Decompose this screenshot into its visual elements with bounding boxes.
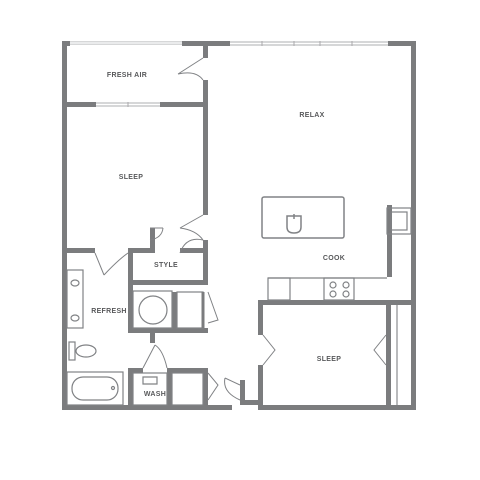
door-swing-icon xyxy=(262,334,276,366)
room-label-sleep-main: SLEEP xyxy=(119,174,143,181)
room-label-refresh: REFRESH xyxy=(91,308,127,315)
toilet-icon xyxy=(68,341,97,361)
windows xyxy=(70,41,388,107)
room-label-cook: COOK xyxy=(323,255,345,262)
room-label-style: STYLE xyxy=(154,262,178,269)
water-heater-icon xyxy=(132,290,173,329)
door-swing-icon xyxy=(207,291,219,324)
kitchen-island xyxy=(261,196,345,239)
room-label-wash: WASH xyxy=(144,391,166,398)
window-icon xyxy=(96,102,160,107)
sink-icon xyxy=(286,214,302,234)
room-label-sleep-second: SLEEP xyxy=(317,356,341,363)
door-swing-icon xyxy=(224,377,241,401)
door-swing-icon xyxy=(179,214,204,254)
door-swing-icon xyxy=(207,372,219,401)
room-label-fresh-air: FRESH AIR xyxy=(107,72,147,79)
stove-icon xyxy=(323,277,355,301)
door-swing-icon xyxy=(94,252,129,276)
doors xyxy=(94,57,398,405)
window-icon xyxy=(230,41,388,46)
room-label-relax: RELAX xyxy=(299,112,324,119)
walls xyxy=(62,41,416,410)
door-swing-icon xyxy=(373,334,387,366)
door-swing-icon xyxy=(142,344,168,369)
bath-fixtures xyxy=(66,269,205,406)
bathtub-icon xyxy=(66,371,124,406)
room-labels: FRESH AIR RELAX SLEEP COOK STYLE REFRESH… xyxy=(91,72,345,398)
door-swing-icon xyxy=(177,57,204,81)
washer-icon xyxy=(132,372,168,406)
door-swing-icon xyxy=(149,227,164,241)
window-icon xyxy=(70,41,182,45)
sink-icon xyxy=(70,314,80,322)
kitchen-counter xyxy=(267,207,412,301)
sink-icon xyxy=(70,279,80,287)
refrigerator-icon xyxy=(386,207,412,235)
